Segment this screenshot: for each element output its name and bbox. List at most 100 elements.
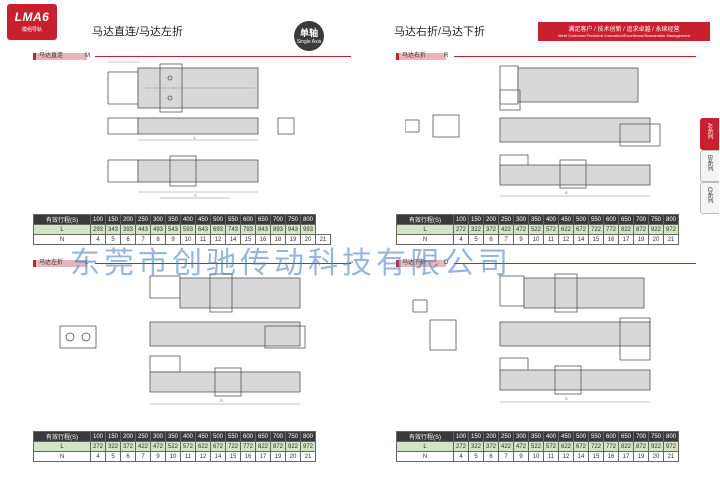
- table-cell: 300: [150, 431, 166, 442]
- table-cell: 622: [558, 441, 574, 452]
- company-watermark: 东莞市创驰传动科技有限公司: [70, 247, 512, 280]
- left-page-title: 马达直连/马达左折: [92, 26, 184, 38]
- table-cell: 200: [483, 214, 499, 225]
- table-cell: 593: [180, 224, 196, 235]
- row-label: L: [396, 441, 454, 452]
- table-cell: 20: [285, 451, 301, 462]
- section-code: R: [444, 53, 449, 59]
- motor-down-drawing: S: [412, 273, 651, 403]
- table-cell: 750: [285, 431, 301, 442]
- motor-right-drawing: S: [405, 65, 661, 197]
- table-cell: 622: [558, 224, 574, 235]
- table-cell: 772: [603, 224, 619, 235]
- table-cell: 400: [180, 214, 196, 225]
- tab-label: B系列: [706, 155, 712, 172]
- table-cell: 872: [270, 441, 286, 452]
- table-cell: 650: [255, 431, 271, 442]
- table-cell: 12: [195, 451, 211, 462]
- table-cell: 500: [573, 431, 589, 442]
- brand-subtitle: 模组导轨: [21, 27, 42, 33]
- table-cell: 11: [180, 451, 196, 462]
- table-cell: 300: [513, 431, 529, 442]
- table-cell: 972: [663, 224, 679, 235]
- table-cell: 700: [270, 431, 286, 442]
- tab-b-series[interactable]: B系列: [700, 150, 719, 182]
- table-cell: 19: [633, 451, 649, 462]
- table-cell: 693: [210, 224, 226, 235]
- table-cell: 400: [543, 214, 559, 225]
- row-label: L: [396, 224, 454, 235]
- table-cell: 450: [195, 431, 211, 442]
- table-cell: 772: [603, 441, 619, 452]
- table-cell: 9: [150, 451, 166, 462]
- table-cell: 600: [240, 214, 256, 225]
- row-label: 有效行程(S): [396, 214, 454, 225]
- table-cell: 450: [558, 214, 574, 225]
- table-cell: 472: [150, 441, 166, 452]
- table-cell: 343: [105, 224, 121, 235]
- table-cell: 522: [528, 224, 544, 235]
- table-cell: 21: [663, 234, 679, 245]
- table-cell: 150: [468, 214, 484, 225]
- table-cell: 493: [150, 224, 166, 235]
- row-label: 有效行程(S): [33, 214, 91, 225]
- row-label: 有效行程(S): [396, 431, 454, 442]
- row-label: L: [33, 224, 91, 235]
- table-cell: 572: [543, 441, 559, 452]
- table-cell: 450: [195, 214, 211, 225]
- table-cell: 4: [453, 451, 469, 462]
- svg-text:S: S: [565, 396, 568, 401]
- table-cell: 872: [633, 441, 649, 452]
- table-cell: 21: [315, 234, 331, 245]
- table-cell: 17: [255, 451, 271, 462]
- table-cell: 700: [270, 214, 286, 225]
- table-cell: 893: [270, 224, 286, 235]
- motor-direct-drawing: S L: [107, 61, 295, 199]
- table-cell: 19: [270, 451, 286, 462]
- table-cell: 372: [483, 224, 499, 235]
- table-cell: 422: [135, 441, 151, 452]
- slogan-en: Meet Customer/Technical Innovation/Excel…: [558, 33, 690, 38]
- section-label: 马达直连: [33, 53, 87, 60]
- table-cell: 350: [528, 431, 544, 442]
- table-cell: 15: [588, 451, 604, 462]
- table-cell: 650: [618, 214, 634, 225]
- svg-text:S: S: [220, 398, 223, 403]
- section-motor-left: 马达左折 L: [33, 260, 351, 267]
- table-cell: 393: [120, 224, 136, 235]
- table-cell: 272: [453, 441, 469, 452]
- table-cell: 400: [180, 431, 196, 442]
- table-cell: 350: [528, 214, 544, 225]
- tab-c-series[interactable]: C系列: [700, 182, 719, 214]
- table-cell: 993: [300, 224, 316, 235]
- table-cell: 16: [240, 451, 256, 462]
- table-cell: 5: [468, 451, 484, 462]
- row-label: N: [33, 451, 91, 462]
- section-label: 马达下折: [396, 260, 446, 267]
- table-cell: 672: [210, 441, 226, 452]
- table-cell: 322: [468, 224, 484, 235]
- table-cell: 350: [165, 431, 181, 442]
- table-cell: 700: [633, 214, 649, 225]
- tab-a-series[interactable]: A系列: [700, 118, 719, 150]
- table-cell: 872: [633, 224, 649, 235]
- table-cell: 150: [105, 431, 121, 442]
- table-cell: 350: [165, 214, 181, 225]
- table-cell: 600: [240, 431, 256, 442]
- table-cell: 422: [498, 224, 514, 235]
- table-cell: 972: [300, 441, 316, 452]
- table-cell: 522: [528, 441, 544, 452]
- table-cell: 100: [90, 214, 106, 225]
- table-cell: 550: [588, 431, 604, 442]
- table-cell: 14: [210, 451, 226, 462]
- table-cell: 20: [648, 451, 664, 462]
